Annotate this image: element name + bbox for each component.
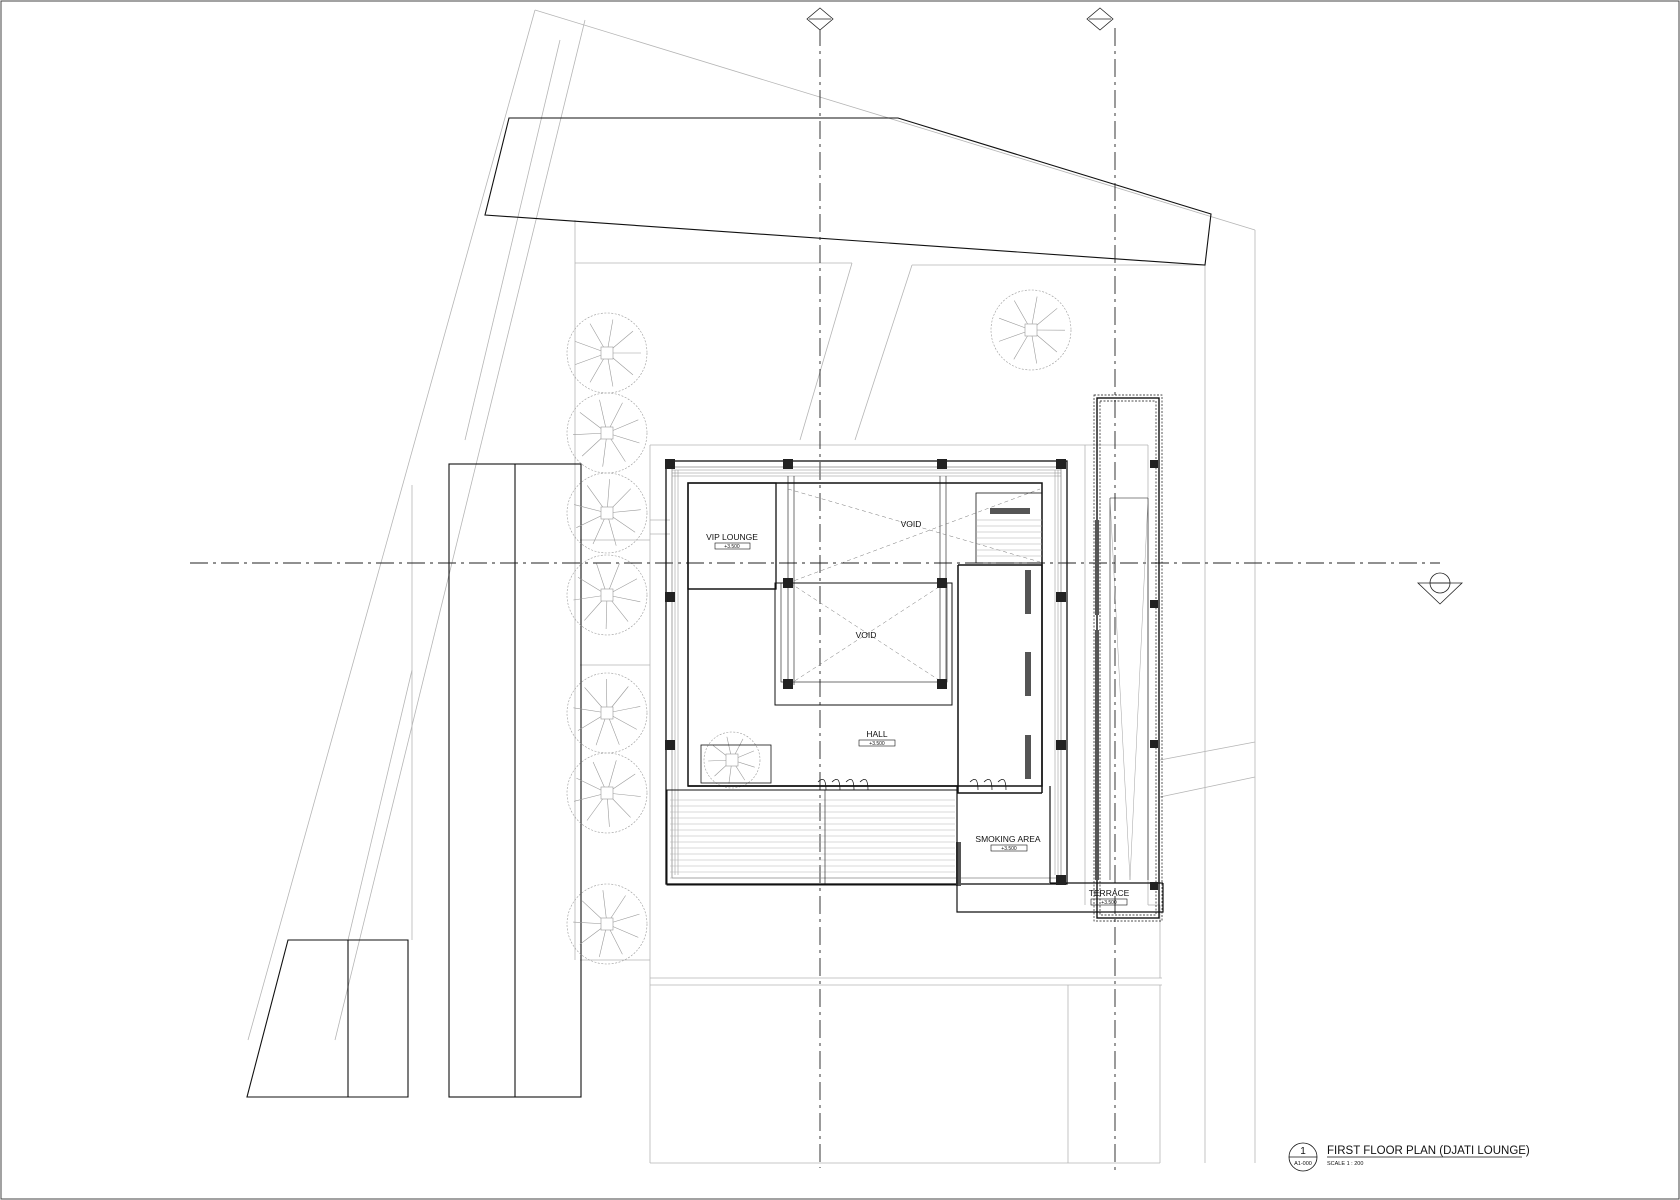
vip-lounge-level-box: [714, 542, 751, 550]
grid-marker-2: [1086, 7, 1114, 31]
sheet-ref: A1-000: [1294, 1161, 1312, 1167]
tree-symbol: [566, 312, 648, 394]
hall-level: +3.500: [869, 741, 885, 747]
smoking-area-level: +3.500: [1001, 846, 1017, 852]
entrance-canopy: [484, 117, 1212, 266]
lower-left-canopy: [246, 939, 409, 1098]
grid-lines: [190, 28, 1440, 1172]
section-marker: [1417, 572, 1463, 605]
void-upper-label: VOID: [901, 519, 922, 529]
vip-lounge-label: VIP LOUNGE: [706, 532, 758, 542]
grid-marker-1: [806, 7, 834, 31]
tree-symbol: [566, 672, 648, 754]
tree-symbol: [566, 752, 648, 834]
hall-level-box: [858, 739, 896, 747]
tree-symbol: [703, 731, 761, 789]
drawing-scale: SCALE 1 : 200: [1327, 1161, 1363, 1167]
smoking-area-label: SMOKING AREA: [975, 834, 1041, 844]
tree-symbol: [990, 289, 1072, 371]
building: [665, 394, 1164, 922]
hall-label: HALL: [866, 729, 888, 739]
drawing-title-block: 1 A1-000 FIRST FLOOR PLAN (DJATI LOUNGE)…: [1288, 1142, 1530, 1172]
tree-symbol: [566, 392, 648, 474]
tree-symbol: [566, 883, 648, 965]
trees: [566, 289, 1072, 965]
drawing-title: FIRST FLOOR PLAN (DJATI LOUNGE): [1327, 1145, 1530, 1157]
columns: [665, 459, 1158, 890]
tree-symbol: [566, 472, 648, 554]
terrace-label: TERRACE: [1089, 888, 1130, 898]
drawing-number: 1: [1300, 1146, 1306, 1157]
tree-symbol: [566, 554, 648, 636]
terrace-level: +3.500: [1101, 900, 1117, 906]
vip-lounge-level: +3.500: [724, 544, 740, 550]
site-context: [247, 9, 1256, 1164]
smoking-area-level-box: [990, 844, 1028, 852]
void-center-label: VOID: [856, 630, 877, 640]
terrace-level-box: [1090, 898, 1128, 906]
